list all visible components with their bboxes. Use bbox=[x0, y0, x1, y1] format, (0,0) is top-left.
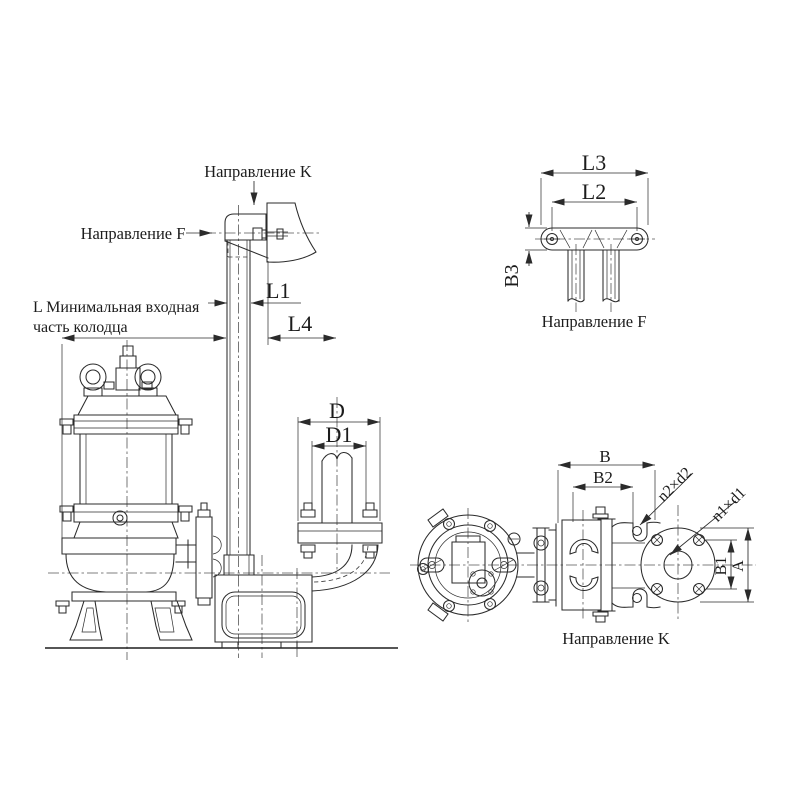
dim-l2-label: L2 bbox=[582, 179, 606, 204]
motor-bolts bbox=[416, 517, 497, 613]
bolt-hole-d2 bbox=[631, 525, 643, 537]
view-f: L3 L2 B3 Направление F bbox=[501, 150, 655, 331]
dim-a-label: A bbox=[730, 560, 747, 572]
view-f-bracket bbox=[540, 227, 649, 251]
volute-casing bbox=[55, 521, 186, 614]
leader-n1d1 bbox=[669, 500, 737, 556]
label-direction-f: Направление F bbox=[81, 224, 186, 243]
small-flange bbox=[468, 569, 496, 597]
guide-pipe-assembly bbox=[223, 202, 317, 576]
dim-l3-label: L3 bbox=[582, 150, 606, 175]
main-dimensions bbox=[61, 261, 381, 543]
view-k-dimensions bbox=[557, 461, 754, 603]
mounting-plate bbox=[597, 518, 616, 612]
dim-d-label: D bbox=[329, 398, 345, 423]
dim-l4-label: L4 bbox=[288, 311, 312, 336]
label-direction-k: Направление K bbox=[204, 162, 312, 181]
leader-n2d2 bbox=[639, 472, 694, 526]
riser-and-base bbox=[214, 451, 383, 649]
bracket-hook bbox=[266, 202, 317, 263]
guide-claw-bracket bbox=[516, 506, 616, 623]
junction-box bbox=[451, 535, 486, 584]
view-k: B B2 n2×d2 n1×d1 B1 A Направление K bbox=[410, 447, 756, 648]
bracket-bolt bbox=[252, 227, 284, 241]
pump-body bbox=[55, 345, 222, 641]
dim-b2-label: B2 bbox=[593, 468, 613, 487]
upper-flange bbox=[59, 414, 193, 435]
dim-b-label: B bbox=[599, 447, 610, 466]
dim-b1-label: B1 bbox=[713, 557, 730, 576]
view-k-centerlines bbox=[410, 505, 756, 625]
lower-claw bbox=[569, 575, 599, 592]
pipe-break-line bbox=[321, 451, 353, 462]
lower-flange bbox=[59, 503, 193, 526]
upper-claw bbox=[569, 538, 599, 555]
base-stand bbox=[214, 574, 313, 649]
view-k-caption: Направление K bbox=[562, 629, 670, 648]
label-min-inlet-2: часть колодца bbox=[33, 319, 128, 336]
view-f-dimensions bbox=[525, 169, 649, 266]
plug-screw bbox=[507, 532, 521, 546]
view-f-pipes bbox=[567, 249, 620, 303]
dim-l1-label: L1 bbox=[266, 278, 290, 303]
motor-lifting-eyes bbox=[419, 557, 517, 573]
discharge-elbow bbox=[311, 544, 379, 592]
main-side-view: Направление K Направление F L Минимальна… bbox=[33, 162, 398, 660]
riser-flange bbox=[297, 502, 383, 559]
label-n2d2: n2×d2 bbox=[654, 464, 695, 505]
motor-shell bbox=[79, 433, 173, 505]
lifting-eyes bbox=[79, 363, 162, 397]
pipe-socket bbox=[223, 554, 255, 576]
view-f-caption: Направление F bbox=[542, 312, 647, 331]
motor-top-view bbox=[416, 508, 521, 622]
dim-b3-label: B3 bbox=[501, 264, 523, 287]
label-min-inlet-1: L Минимальная входная bbox=[33, 299, 200, 316]
upper-bracket bbox=[224, 213, 267, 241]
discharge-connection bbox=[175, 502, 222, 606]
cable-gland bbox=[115, 345, 141, 391]
pump-legs bbox=[69, 600, 193, 641]
motor-tabs bbox=[427, 508, 449, 622]
dim-d1-label: D1 bbox=[326, 422, 353, 447]
label-n1d1: n1×d1 bbox=[708, 484, 749, 525]
